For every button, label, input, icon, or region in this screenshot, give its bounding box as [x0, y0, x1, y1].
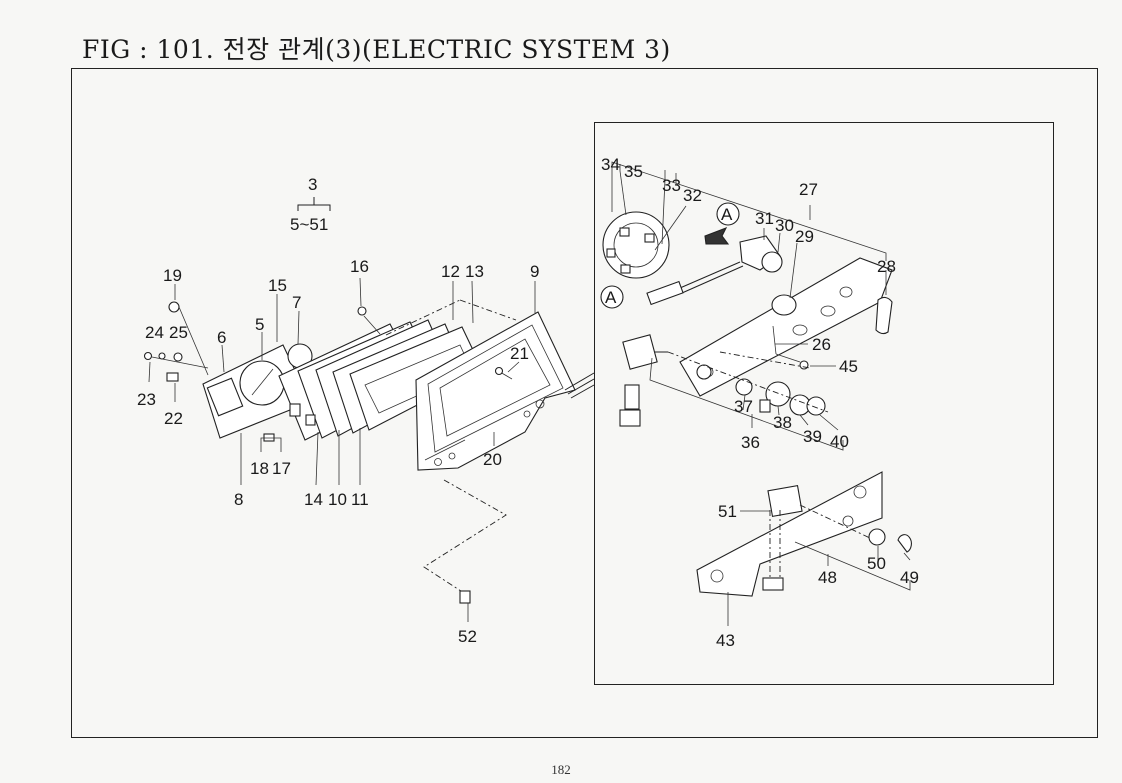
callout-16: 16	[350, 257, 369, 276]
diagram-frame	[71, 68, 1098, 738]
leader-lines-main	[148, 277, 536, 622]
figure-title: FIG : 101. 전장 관계(3)(ELECTRIC SYSTEM 3)	[82, 35, 671, 64]
callout-36: 36	[741, 433, 760, 452]
callout-15: 15	[268, 276, 287, 295]
callout-37: 37	[734, 397, 753, 416]
callout-7: 7	[292, 293, 301, 312]
callout-6: 6	[217, 328, 226, 347]
callout-30: 30	[775, 216, 794, 235]
callout-49: 49	[900, 568, 919, 587]
callout-11: 11	[351, 490, 369, 509]
view-marker-label: A	[605, 288, 617, 307]
callout-32: 32	[683, 186, 702, 205]
detail-inset-frame	[594, 122, 1054, 685]
callout-21: 21	[510, 344, 529, 363]
inset-switch-parts	[602, 211, 912, 597]
callout-27: 27	[799, 180, 818, 199]
assembly-bracket	[297, 197, 331, 211]
page-number: 182	[551, 762, 571, 777]
callout-18: 18	[250, 459, 269, 478]
callout-34: 34	[601, 155, 620, 174]
meter-face-plate	[202, 343, 313, 439]
callout-23: 23	[137, 390, 156, 409]
callout-43: 43	[716, 631, 735, 650]
callout-8: 8	[234, 490, 243, 509]
callout-labels: 3 5~51 19 15 7 5 6 24 25 23 22 16 12 13 …	[137, 155, 919, 650]
callout-52: 52	[458, 627, 477, 646]
small-fasteners	[143, 299, 517, 604]
callout-22: 22	[164, 409, 183, 428]
callout-assembly-range: 5~51	[290, 215, 328, 234]
callout-28: 28	[877, 257, 896, 276]
callout-29: 29	[795, 227, 814, 246]
callout-14: 14	[304, 490, 323, 509]
inset-brackets	[611, 161, 911, 626]
callout-38: 38	[773, 413, 792, 432]
callout-33: 33	[662, 176, 681, 195]
callout-39: 39	[803, 427, 822, 446]
callout-9: 9	[530, 262, 539, 281]
callout-48: 48	[818, 568, 837, 587]
callout-50: 50	[867, 554, 886, 573]
callout-19: 19	[163, 266, 182, 285]
callout-45: 45	[839, 357, 858, 376]
view-marker-a: A A	[600, 202, 740, 309]
cluster-panel-stack	[278, 319, 484, 441]
cluster-bezel	[415, 311, 595, 471]
callout-5: 5	[255, 315, 264, 334]
callout-3: 3	[308, 175, 317, 194]
view-marker-label: A	[721, 205, 733, 224]
callout-26: 26	[812, 335, 831, 354]
callout-20: 20	[483, 450, 502, 469]
callout-25: 25	[169, 323, 188, 342]
callout-10: 10	[328, 490, 347, 509]
callout-31: 31	[755, 209, 774, 228]
callout-40: 40	[830, 432, 849, 451]
callout-24: 24	[145, 323, 164, 342]
callout-12: 12	[441, 262, 460, 281]
callout-17: 17	[272, 459, 291, 478]
callout-35: 35	[624, 162, 643, 181]
callout-51: 51	[718, 502, 737, 521]
callout-13: 13	[465, 262, 484, 281]
